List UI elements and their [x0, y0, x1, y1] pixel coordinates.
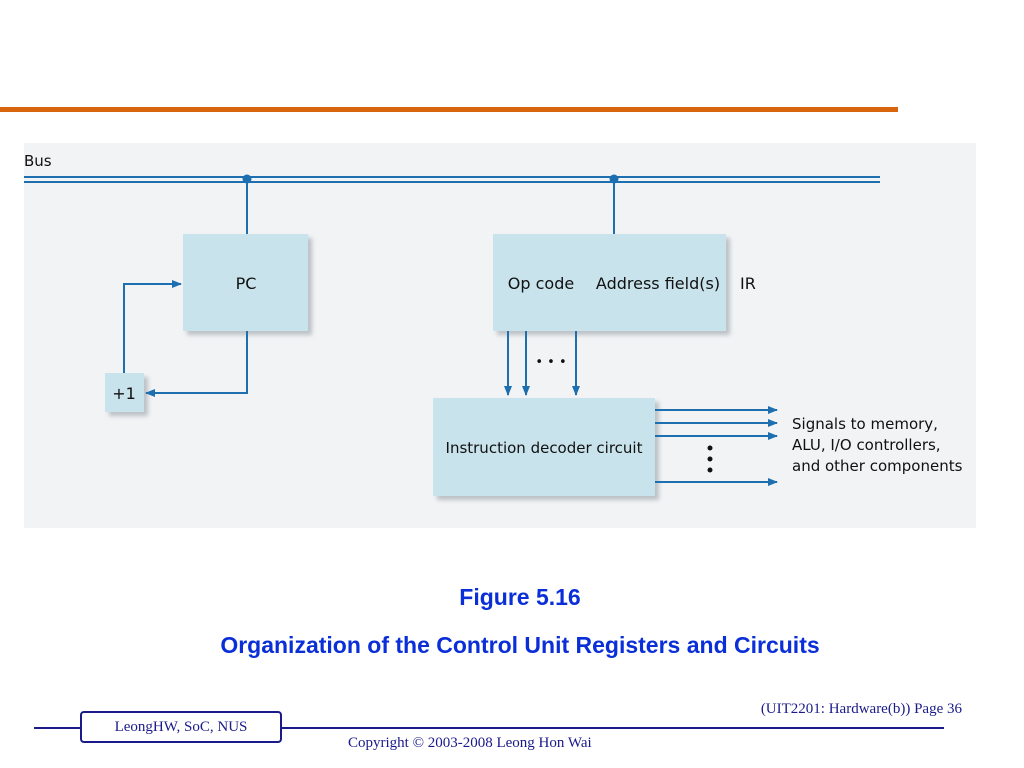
ir-label: IR [740, 274, 756, 293]
figure-number: Figure 5.16 [459, 584, 581, 610]
signals-text-line-3: and other components [792, 457, 963, 475]
signals-text-line-2: ALU, I/O controllers, [792, 436, 941, 454]
footer-rule-left [34, 727, 82, 729]
ir-opcode-label: Op code [508, 274, 574, 293]
pc-register-box [183, 234, 308, 331]
bus-line [24, 176, 880, 183]
pc-label: PC [236, 274, 257, 293]
pc-to-increment-arrow [145, 331, 248, 397]
signals-text-line-1: Signals to memory, [792, 415, 938, 433]
ir-register-box [493, 234, 726, 331]
copyright-text: Copyright © 2003-2008 Leong Hon Wai [348, 735, 592, 751]
footer-rule-right [282, 727, 944, 729]
increment-label: +1 [112, 384, 136, 403]
bus-label: Bus [24, 152, 52, 170]
output-vertical-ellipsis [707, 445, 713, 473]
decoder-label: Instruction decoder circuit [446, 439, 643, 457]
top-accent-rule [0, 107, 898, 112]
decoder-box [433, 398, 655, 496]
increment-to-pc-arrow [123, 280, 182, 373]
figure-title: Organization of the Control Unit Registe… [220, 632, 820, 658]
ir-address-label: Address field(s) [596, 274, 720, 293]
page-label: (UIT2201: Hardware(b)) Page 36 [760, 701, 962, 717]
ir-ellipsis: • • • [535, 355, 566, 370]
increment-box [105, 373, 144, 412]
author-box: LeongHW, SoC, NUS [80, 711, 282, 743]
author-label: LeongHW, SoC, NUS [114, 718, 248, 735]
